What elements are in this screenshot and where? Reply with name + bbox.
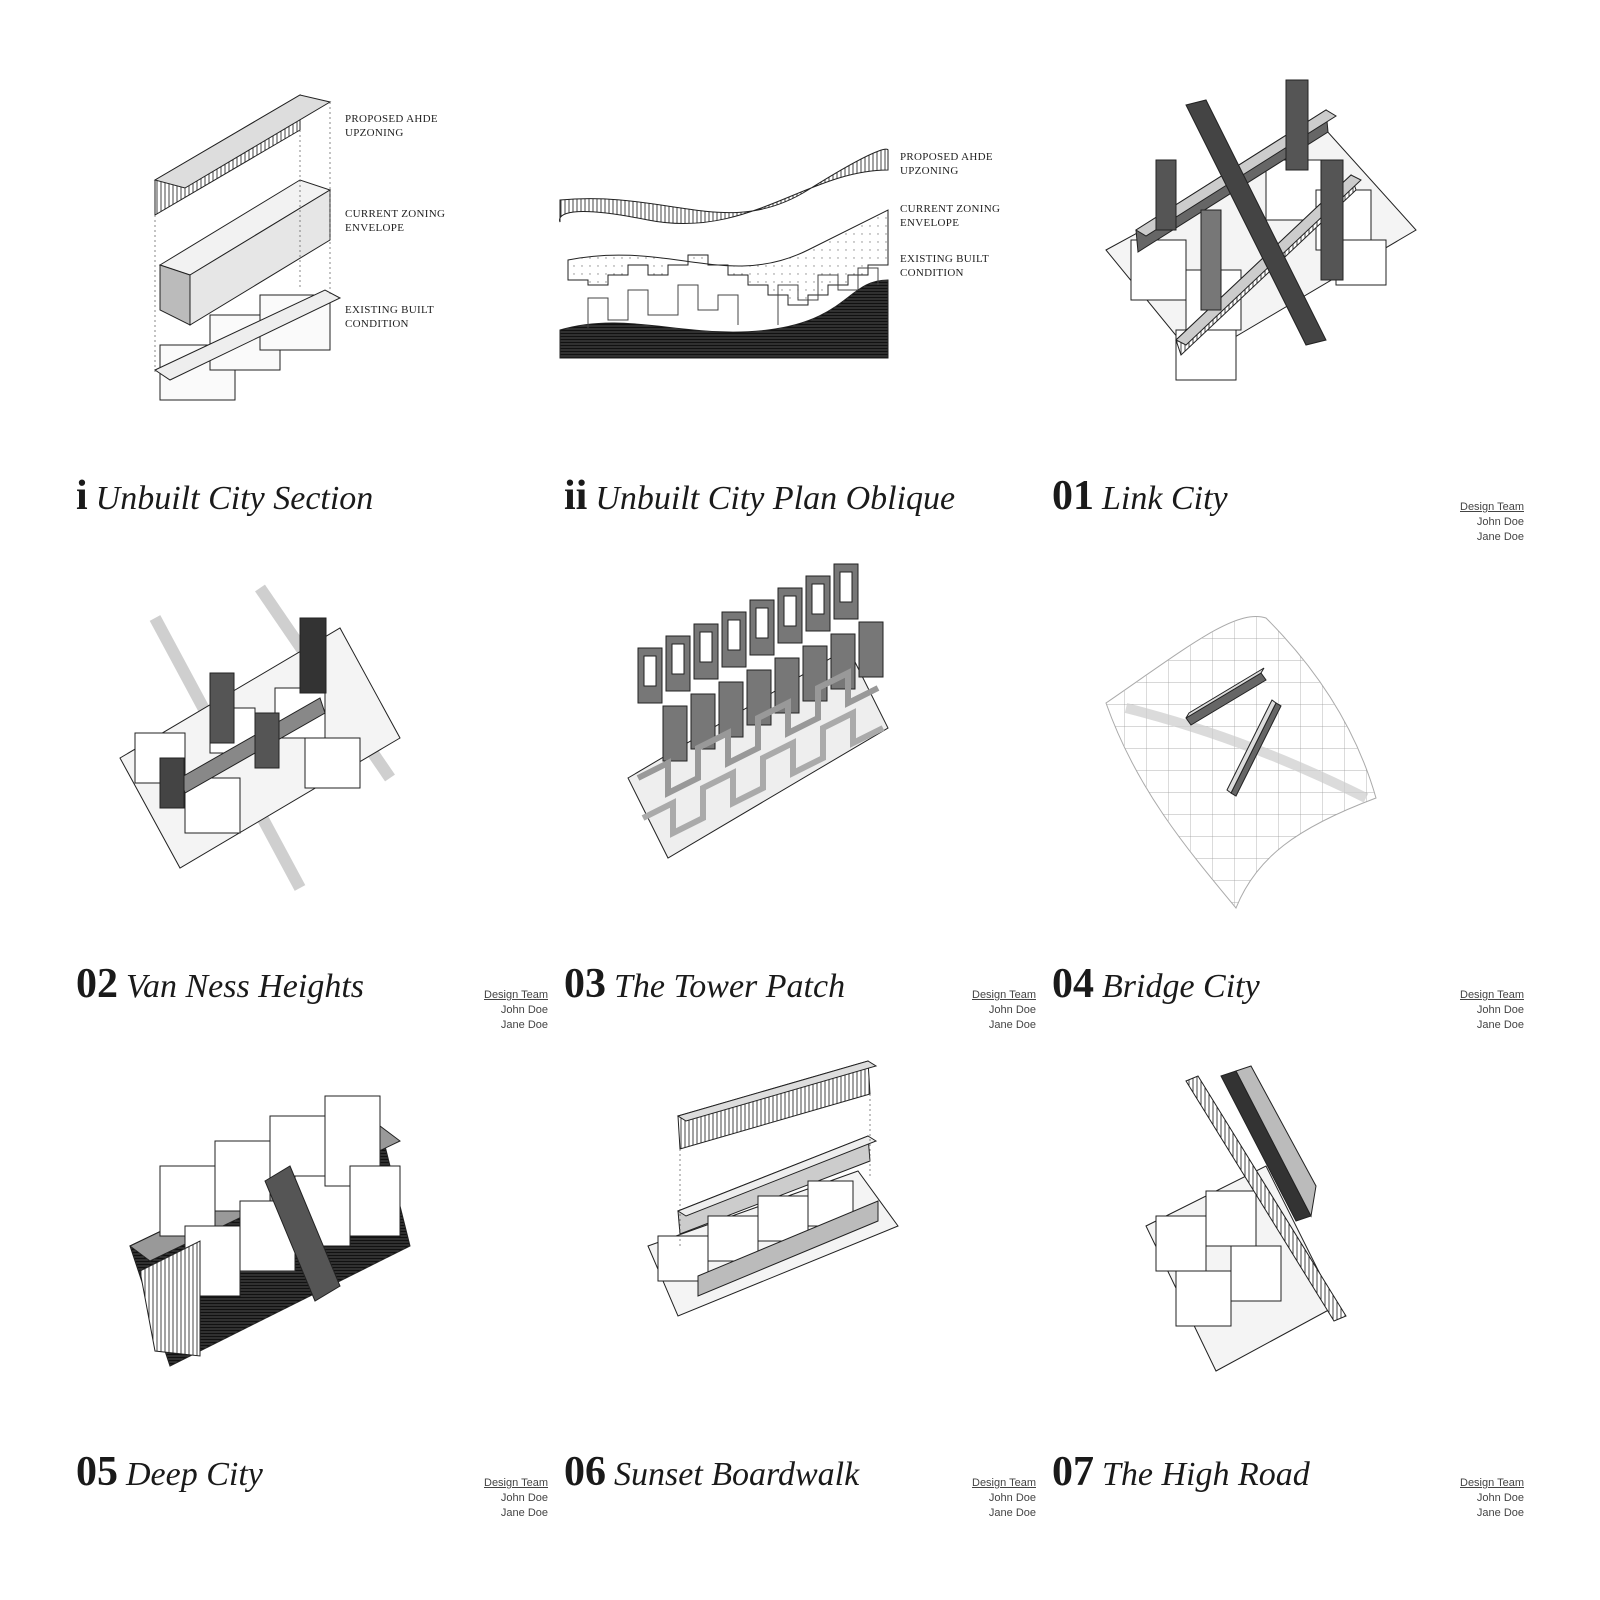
label-current-line2: ENVELOPE	[900, 217, 959, 229]
panel-number: 04	[1052, 961, 1094, 1007]
team-member: John Doe	[1476, 1492, 1524, 1504]
team-member: John Doe	[988, 1004, 1036, 1016]
team-member: Jane Doe	[500, 1019, 548, 1031]
design-team-credits: Design Team John Doe Jane Doe	[484, 1476, 548, 1521]
plan-oblique-drawing: PROPOSED AHDE UPZONING CURRENT ZONING EN…	[559, 148, 1000, 359]
panel-number: 03	[564, 961, 606, 1007]
panel-title: Link City	[1102, 480, 1228, 517]
design-team-credits: Design Team John Doe Jane Doe	[972, 1476, 1036, 1521]
design-team-heading: Design Team	[1460, 501, 1524, 513]
label-proposed-line1: PROPOSED AHDE	[345, 113, 438, 125]
label-proposed-line1: PROPOSED AHDE	[900, 151, 993, 163]
design-team-credits: Design Team John Doe Jane Doe	[1460, 500, 1524, 545]
design-team-heading: Design Team	[1460, 1477, 1524, 1489]
team-member: John Doe	[500, 1004, 548, 1016]
team-member: John Doe	[988, 1492, 1036, 1504]
label-current-line1: CURRENT ZONING	[900, 203, 1000, 215]
panel-number: 02	[76, 961, 118, 1007]
design-team-credits: Design Team John Doe Jane Doe	[1460, 1476, 1524, 1521]
design-team-credits: Design Team John Doe Jane Doe	[1460, 988, 1524, 1033]
label-current-line1: CURRENT ZONING	[345, 208, 445, 220]
label-existing-line1: EXISTING BUILT	[345, 304, 434, 316]
panel-title: The High Road	[1102, 1456, 1310, 1493]
label-existing-line2: CONDITION	[345, 318, 409, 330]
panel-title: Van Ness Heights	[126, 968, 364, 1005]
design-team-heading: Design Team	[484, 989, 548, 1001]
team-member: Jane Doe	[500, 1507, 548, 1519]
panel-number: 07	[1052, 1449, 1094, 1495]
design-team-heading: Design Team	[484, 1477, 548, 1489]
team-member: Jane Doe	[988, 1507, 1036, 1519]
panel-number: i	[76, 473, 88, 519]
panel-title: Unbuilt City Section	[95, 480, 374, 517]
panel-number: 01	[1052, 473, 1094, 519]
team-member: John Doe	[1476, 1004, 1524, 1016]
panel-number: 05	[76, 1449, 118, 1495]
panel-title: The Tower Patch	[614, 968, 846, 1005]
design-team-credits: Design Team John Doe Jane Doe	[484, 988, 548, 1033]
panel-title: Unbuilt City Plan Oblique	[595, 480, 956, 517]
sunset-boardwalk-axonometric	[647, 1060, 899, 1317]
label-existing-line2: CONDITION	[900, 267, 964, 279]
design-team-heading: Design Team	[1460, 989, 1524, 1001]
deep-city-axonometric	[129, 1095, 411, 1367]
team-member: Jane Doe	[1476, 1019, 1524, 1031]
team-member: Jane Doe	[1476, 1507, 1524, 1519]
design-team-credits: Design Team John Doe Jane Doe	[972, 988, 1036, 1033]
team-member: Jane Doe	[1476, 531, 1524, 543]
panel-title: Sunset Boardwalk	[614, 1456, 860, 1493]
panel-title: Deep City	[126, 1456, 263, 1493]
panel-number: 06	[564, 1449, 606, 1495]
label-existing-line1: EXISTING BUILT	[900, 253, 989, 265]
design-team-heading: Design Team	[972, 989, 1036, 1001]
panel-unbuilt-city-section: PROPOSED AHDE UPZONING CURRENT ZONING EN…	[60, 40, 560, 540]
link-city-axonometric	[1105, 79, 1417, 381]
tower-patch-axonometric	[627, 563, 889, 859]
van-ness-heights-axonometric	[119, 584, 401, 891]
label-proposed-line2: UPZONING	[900, 165, 959, 177]
team-member: Jane Doe	[988, 1019, 1036, 1031]
panel-title: Bridge City	[1102, 968, 1260, 1005]
team-member: John Doe	[1476, 516, 1524, 528]
team-member: John Doe	[500, 1492, 548, 1504]
label-current-line2: ENVELOPE	[345, 222, 404, 234]
design-team-heading: Design Team	[972, 1477, 1036, 1489]
panel-number: ii	[564, 473, 588, 519]
panel-unbuilt-city-plan-oblique: PROPOSED AHDE UPZONING CURRENT ZONING EN…	[548, 40, 1048, 540]
high-road-axonometric	[1145, 1065, 1347, 1372]
section-axonometric-drawing: PROPOSED AHDE UPZONING CURRENT ZONING EN…	[153, 94, 445, 401]
label-proposed-line2: UPZONING	[345, 127, 404, 139]
bridge-city-terrain-grid	[1105, 616, 1377, 909]
